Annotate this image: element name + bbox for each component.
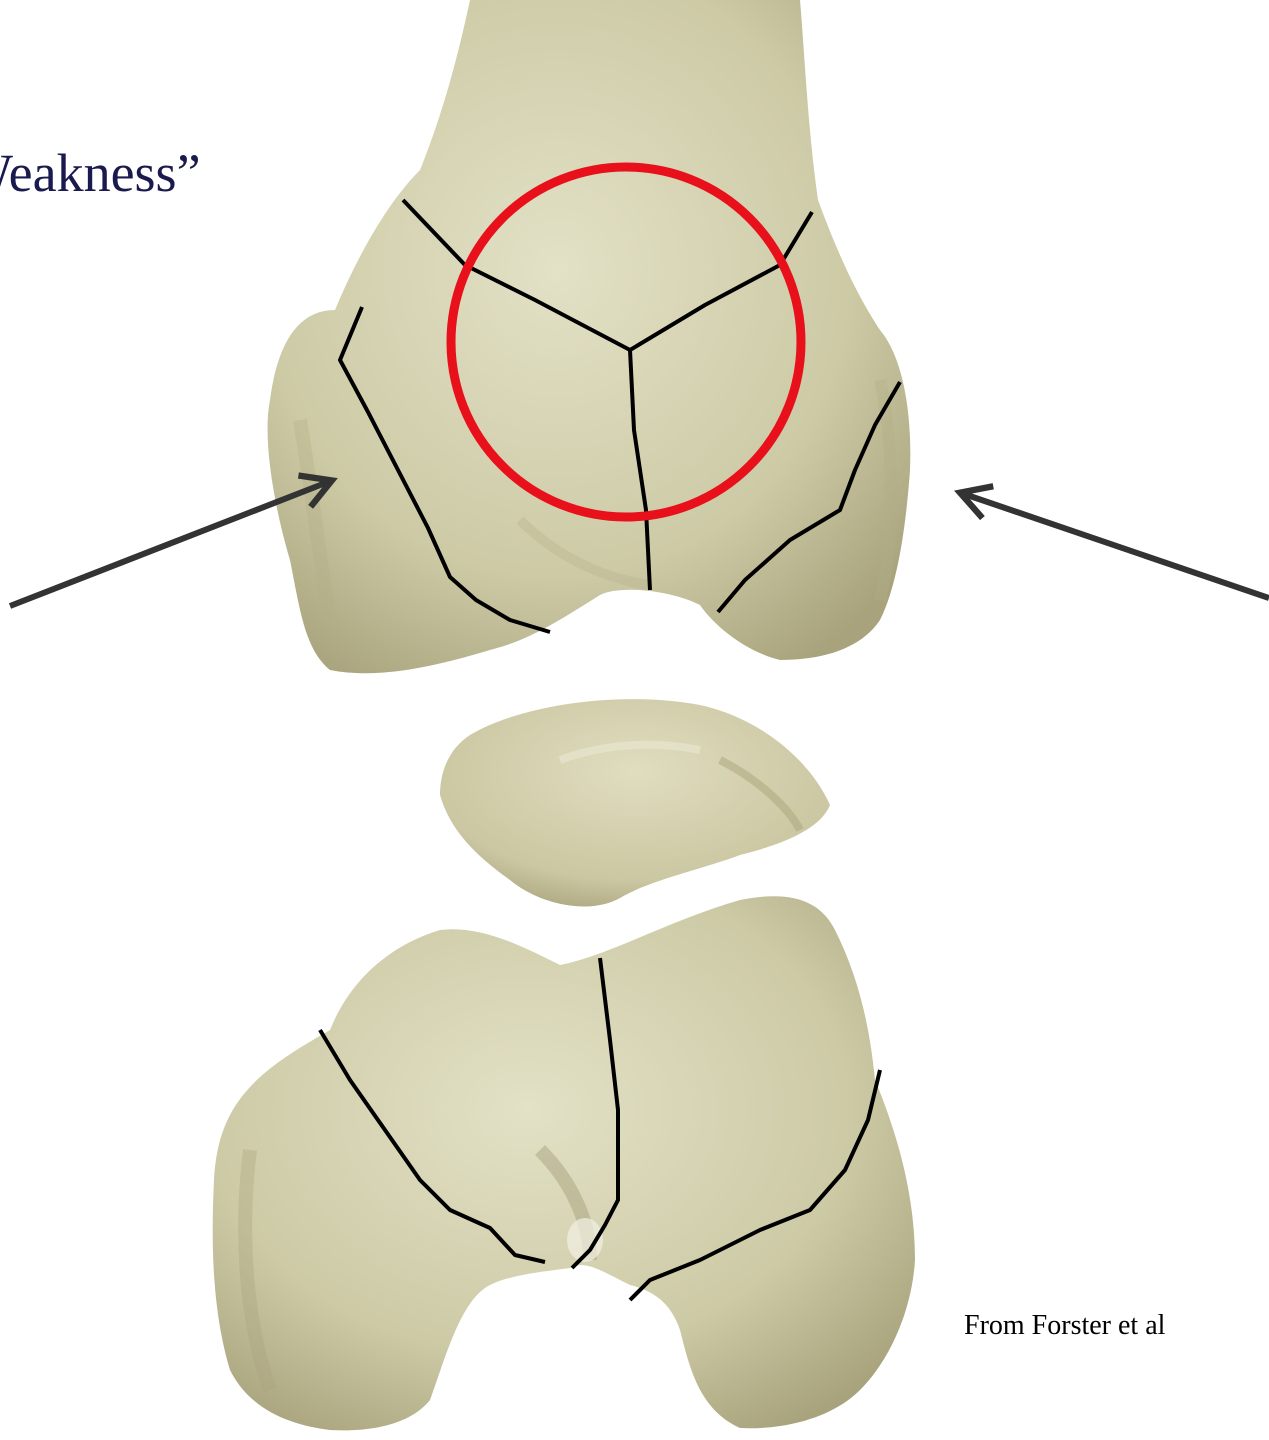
tibia-icon: [213, 896, 915, 1430]
slide-heading: Weakness”: [0, 142, 201, 204]
arrow-left: [10, 482, 328, 606]
arrow-right: [964, 494, 1269, 598]
patella-bone: [440, 699, 830, 906]
citation-text: From Forster et al: [964, 1310, 1165, 1342]
femur-bone: [268, 0, 911, 673]
patella-icon: [440, 699, 830, 906]
tibia-bone: [213, 896, 915, 1430]
